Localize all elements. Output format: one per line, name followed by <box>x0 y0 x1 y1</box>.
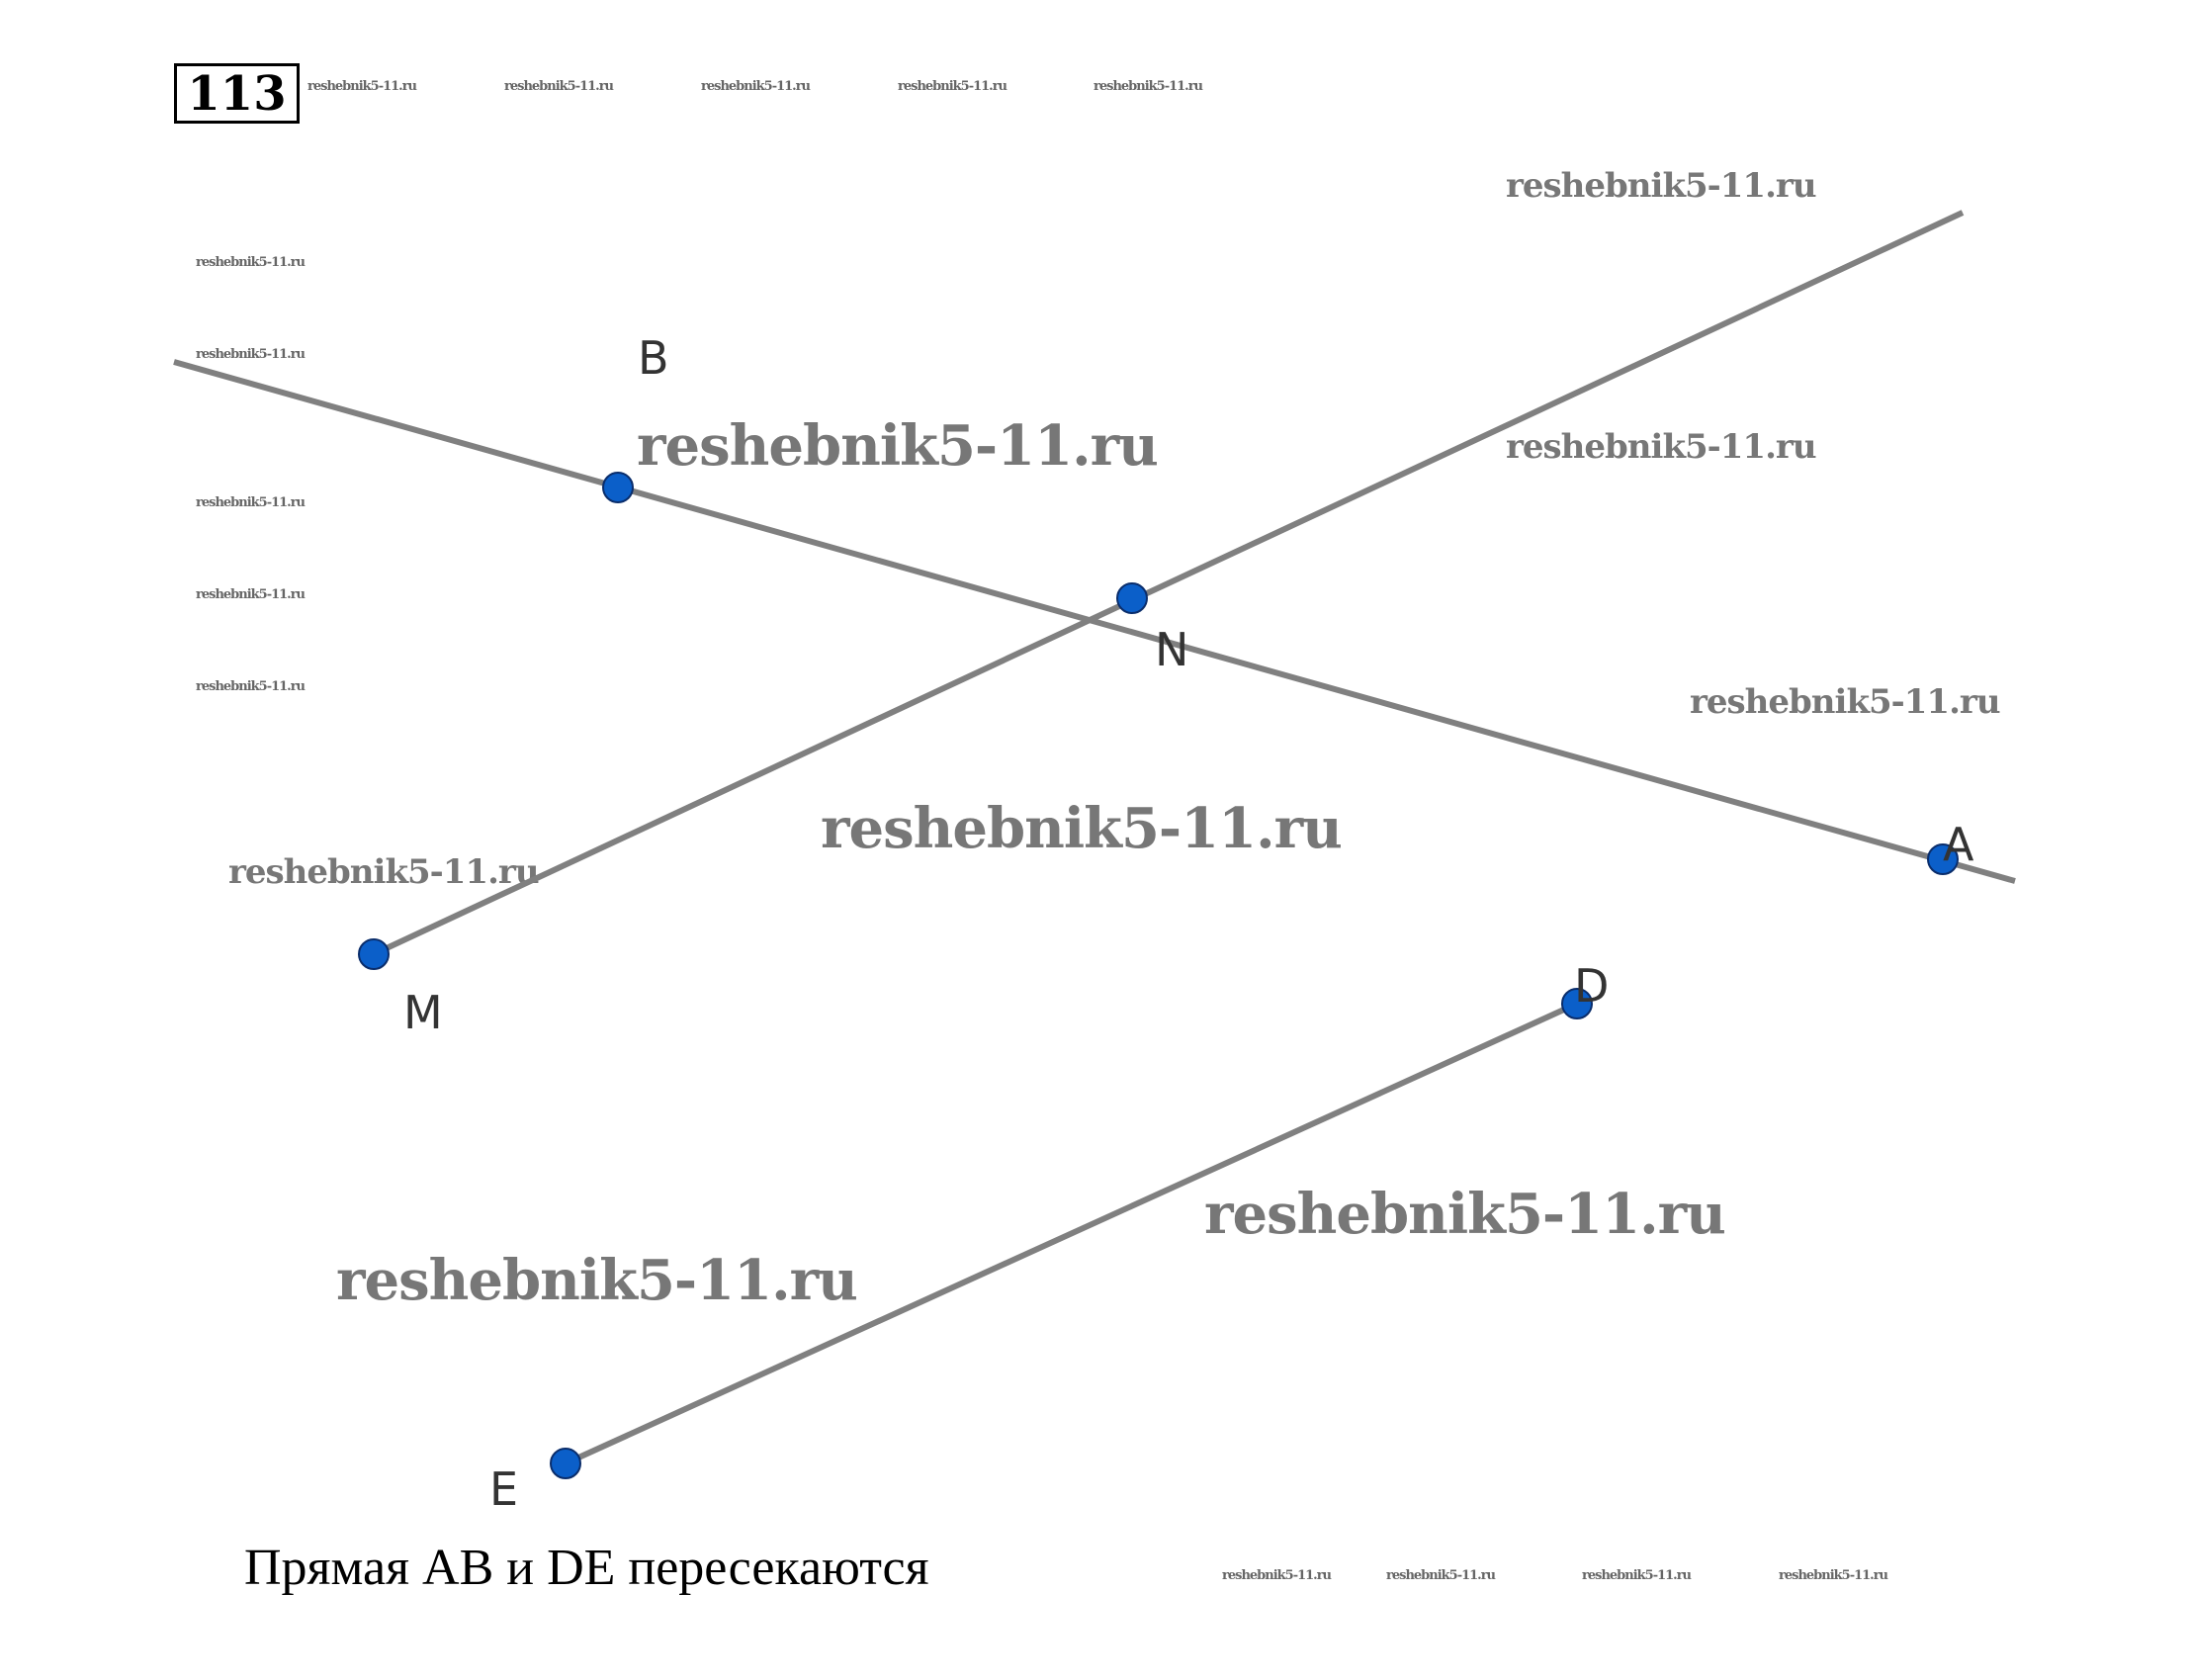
watermark: reshebnik5-11.ru <box>196 255 306 270</box>
line-mn <box>372 210 1965 957</box>
problem-number: 113 <box>174 63 300 124</box>
watermark: reshebnik5-11.ru <box>1386 1568 1496 1583</box>
label-n: N <box>1155 623 1188 676</box>
watermark: reshebnik5-11.ru <box>637 413 1159 479</box>
label-b: B <box>638 331 669 385</box>
watermark: reshebnik5-11.ru <box>1779 1568 1888 1583</box>
watermark: reshebnik5-11.ru <box>196 679 306 694</box>
watermark: reshebnik5-11.ru <box>228 852 540 892</box>
watermark: reshebnik5-11.ru <box>504 79 614 94</box>
point-e <box>550 1448 581 1479</box>
watermark: reshebnik5-11.ru <box>821 796 1343 861</box>
point-b <box>602 472 634 503</box>
watermark: reshebnik5-11.ru <box>196 347 306 362</box>
watermark: reshebnik5-11.ru <box>1506 427 1817 467</box>
watermark: reshebnik5-11.ru <box>1582 1568 1692 1583</box>
watermark: reshebnik5-11.ru <box>196 495 306 510</box>
watermark: reshebnik5-11.ru <box>307 79 417 94</box>
point-a <box>1927 843 1959 875</box>
watermark: reshebnik5-11.ru <box>1222 1568 1332 1583</box>
watermark: reshebnik5-11.ru <box>1094 79 1203 94</box>
watermark: reshebnik5-11.ru <box>196 587 306 602</box>
point-m <box>358 938 390 970</box>
label-e: E <box>489 1462 518 1516</box>
watermark: reshebnik5-11.ru <box>1690 682 2001 722</box>
watermark: reshebnik5-11.ru <box>1204 1182 1726 1247</box>
label-a: A <box>1943 818 1974 871</box>
watermark: reshebnik5-11.ru <box>701 79 811 94</box>
watermark: reshebnik5-11.ru <box>336 1248 858 1313</box>
caption: Прямая AB и DE пересекаются <box>244 1540 929 1596</box>
label-d: D <box>1574 959 1609 1013</box>
line-ab <box>173 359 2016 884</box>
label-m: M <box>403 986 443 1039</box>
watermark: reshebnik5-11.ru <box>898 79 1007 94</box>
point-n <box>1116 582 1148 614</box>
watermark: reshebnik5-11.ru <box>1506 166 1817 206</box>
segment-de <box>564 1001 1579 1466</box>
point-d <box>1561 988 1593 1019</box>
